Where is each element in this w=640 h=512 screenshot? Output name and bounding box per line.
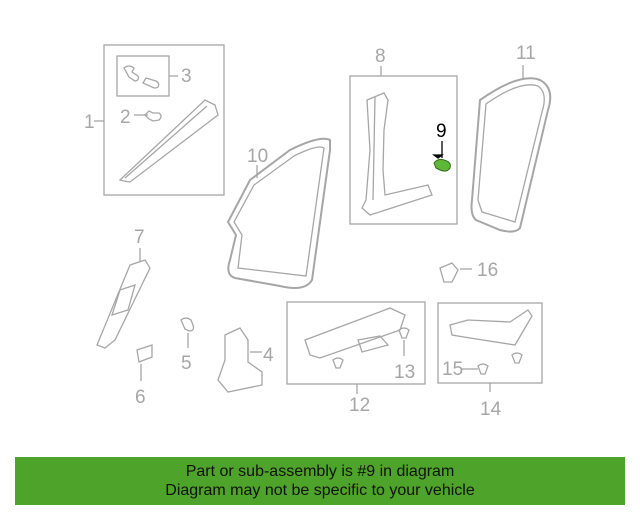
callout-3: 3 — [181, 66, 192, 87]
part-12-group-box — [286, 301, 426, 385]
callout-16: 16 — [477, 260, 499, 281]
callout-11: 11 — [516, 43, 536, 64]
callout-5: 5 — [181, 353, 192, 374]
part-1-group-box — [103, 44, 225, 196]
banner-line-disclaimer: Diagram may not be specific to your vehi… — [165, 482, 475, 499]
callout-4: 4 — [263, 345, 274, 366]
callout-7: 7 — [134, 227, 145, 248]
parts-diagram: 1 2 3 4 5 6 7 8 9 10 11 12 13 14 15 16 — [84, 43, 552, 420]
callout-12: 12 — [349, 395, 371, 416]
highlighted-part-9 — [433, 158, 451, 172]
callout-6: 6 — [135, 387, 146, 408]
part-3-group-box — [116, 55, 170, 97]
callout-2: 2 — [120, 107, 131, 128]
banner-line-part: Part or sub-assembly is #9 in diagram — [185, 463, 455, 480]
callout-8: 8 — [375, 46, 386, 67]
callout-1: 1 — [84, 112, 95, 133]
part-8-group-box — [349, 75, 458, 225]
callout-14: 14 — [480, 399, 502, 420]
callout-13: 13 — [394, 362, 416, 383]
info-banner: Part or sub-assembly is #9 in diagram Di… — [15, 457, 625, 505]
diagram-drawing — [94, 44, 552, 394]
callout-9: 9 — [436, 121, 447, 142]
callout-10: 10 — [247, 146, 269, 167]
callout-15: 15 — [442, 359, 464, 380]
